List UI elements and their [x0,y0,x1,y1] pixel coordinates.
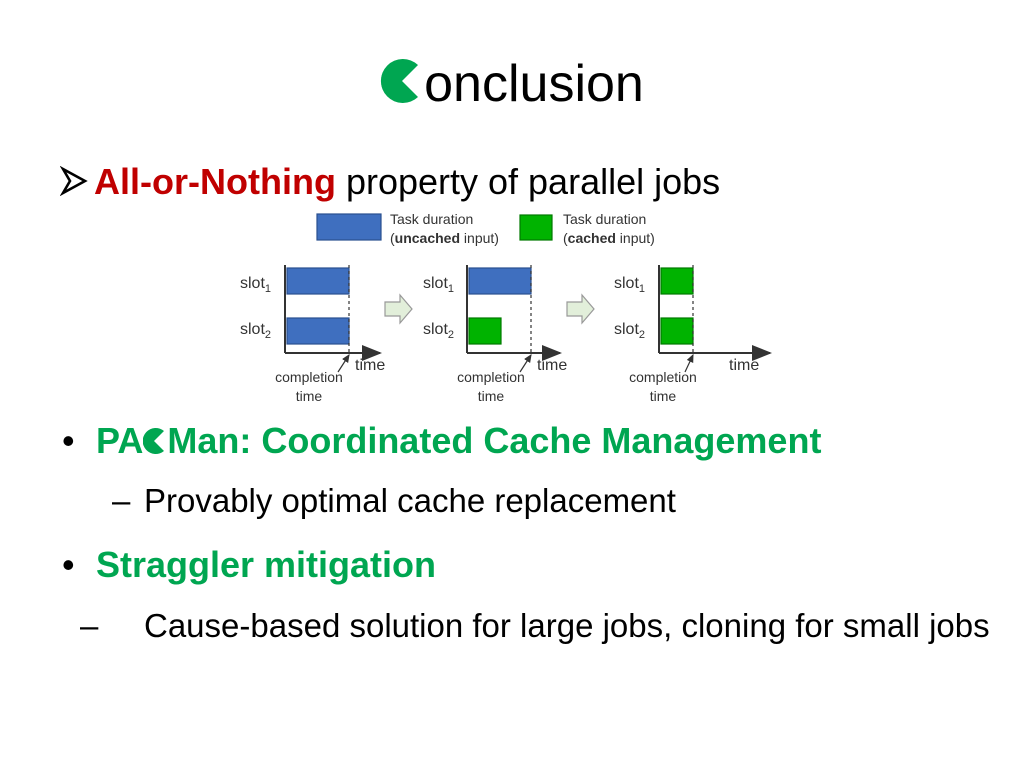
legend-uncached-line2: (uncached input) [390,230,499,246]
panel1-completion-line2: time [296,388,323,404]
panel3-slot2-task-cached [660,317,694,345]
pacman-c-icon [381,59,419,103]
panel1-slot1-label: slot1 [240,275,271,295]
panel3-completion-pointer [684,353,694,373]
transition-arrow-2-icon [566,293,595,325]
bullet-straggler: • Straggler mitigation [62,540,436,590]
sub-dash: – [80,607,99,644]
panel1-slot2-task-uncached [286,317,350,345]
panel3-completion-line2: time [650,388,677,404]
subbullet-optimal-cache: –Provably optimal cache replacement [112,478,676,524]
panel3-time-label: time [729,357,759,374]
legend-uncached-swatch [316,213,382,241]
legend-cached-swatch [519,214,553,241]
legend-cached-line2: (cached input) [563,230,655,246]
panel-2: slot1 slot2 time completion time [423,265,567,404]
panel2-slot2-label: slot2 [423,321,454,341]
bullet-dot: • [62,544,75,585]
bullet1-rest: property of parallel jobs [335,161,721,202]
panel2-slot1-task-uncached [468,267,532,295]
panel2-completion-line2: time [478,388,505,404]
pacman-suffix: Man: Coordinated Cache Management [167,420,822,461]
panel1-time-label: time [355,357,385,374]
sub-dash: – [112,482,131,519]
legend-cached-line1: Task duration [563,211,646,227]
panel3-completion-line1: completion [629,369,697,385]
bullet-all-or-nothing: All-or-Nothing property of parallel jobs [60,156,720,208]
transition-arrow-1-icon [384,293,413,325]
panel2-time-label: time [537,357,567,374]
diagram-svg: Task duration (uncached input) Task dura… [240,211,772,404]
panel2-completion-line1: completion [457,369,525,385]
panel2-slot1-label: slot1 [423,275,454,295]
subbullet-text: Provably optimal cache replacement [144,482,676,519]
panel3-slot1-task-cached [660,267,694,295]
panel1-completion-pointer [337,353,350,373]
panel2-completion-pointer [519,353,532,373]
arrow-bullet-icon [60,166,88,196]
panel3-slot2-label: slot2 [614,321,645,341]
bullet-dot: • [62,420,75,461]
pacman-c-icon [143,428,165,454]
panel1-slot2-label: slot2 [240,321,271,341]
pacman-prefix: PA [96,420,144,461]
panel-1: slot1 slot2 time completion time [240,265,385,404]
panel1-slot1-task-uncached [286,267,350,295]
panel-3: slot1 slot2 time completion time [614,265,772,404]
slide-title: onclusion [0,46,1024,122]
subbullet-cause-based: – Cause-based solution for large jobs, cl… [80,603,1024,649]
straggler-text: Straggler mitigation [96,544,437,585]
highlight-all-or-nothing: All-or-Nothing [94,161,336,202]
panel2-slot2-task-cached [468,317,502,345]
legend-uncached-line1: Task duration [390,211,473,227]
all-or-nothing-diagram: Task duration (uncached input) Task dura… [230,205,790,410]
bullet-pacman: • PA Man: Coordinated Cache Management [62,416,821,466]
subbullet-text: Cause-based solution for large jobs, clo… [144,607,990,644]
title-text: onclusion [424,55,644,113]
panel3-slot1-label: slot1 [614,275,645,295]
panel1-completion-line1: completion [275,369,343,385]
